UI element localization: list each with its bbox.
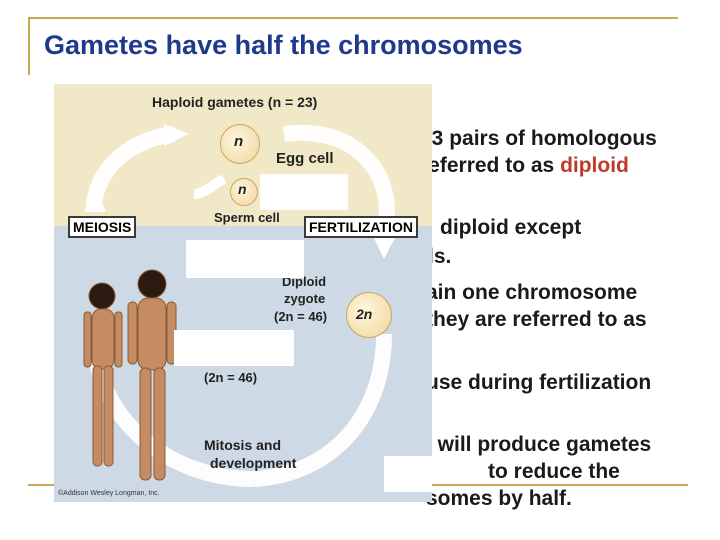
sperm-cell-icon [230,178,258,206]
diploid-term: diploid [560,154,629,177]
redaction-box-1 [260,174,348,210]
mitosis-label-2: development [210,455,297,471]
redaction-box-2 [186,240,304,278]
redaction-box-4 [384,456,432,492]
meiosis-label: MEIOSIS [68,216,137,238]
body-line-1: 23 pairs of homologous [420,127,657,150]
redaction-box-3 [174,330,294,366]
fertilization-label: FERTILIZATION [304,216,418,238]
figure-title: Haploid gametes (n = 23) [152,94,318,110]
mitosis-label-1: Mitosis and [204,437,282,453]
body-line-2-text: referred to as [420,154,561,177]
cycle-arrows [83,124,397,487]
zygote-label-2: zygote [284,291,326,306]
frame-left-line [28,17,30,75]
body-line-10: to reduce the [488,460,620,483]
body-line-7: use during fertilization [426,371,652,394]
adult-label: (2n = 46) [204,370,258,385]
slide-title: Gametes have half the chromosomes [44,30,523,60]
body-line-9: I will produce gametes [426,433,652,456]
frame-top-line [28,17,678,19]
egg-label: Egg cell [276,150,334,167]
life-cycle-figure: Haploid gametes (n = 23) n Egg cell n Sp… [54,84,432,502]
copyright-notice: ©Addison Wesley Longman, Inc. [58,490,160,497]
egg-cell-icon [220,124,260,164]
body-line-5: ain one chromosome [426,281,638,304]
zygote-label-3: (2n = 46) [274,309,328,324]
sperm-symbol: n [238,181,247,197]
female-figure [83,282,123,467]
male-figure [127,269,177,481]
body-line-2: referred to as diploid [420,153,629,179]
body-line-3: diploid except [440,216,582,239]
sperm-label: Sperm cell [214,210,280,225]
zygote-cell-icon [346,292,392,338]
zygote-symbol: 2n [356,306,373,322]
body-line-6: they are referred to as [426,308,647,331]
body-line-11: somes by half. [426,487,572,510]
body-line-4: ls. [428,245,452,268]
egg-symbol: n [234,133,244,150]
